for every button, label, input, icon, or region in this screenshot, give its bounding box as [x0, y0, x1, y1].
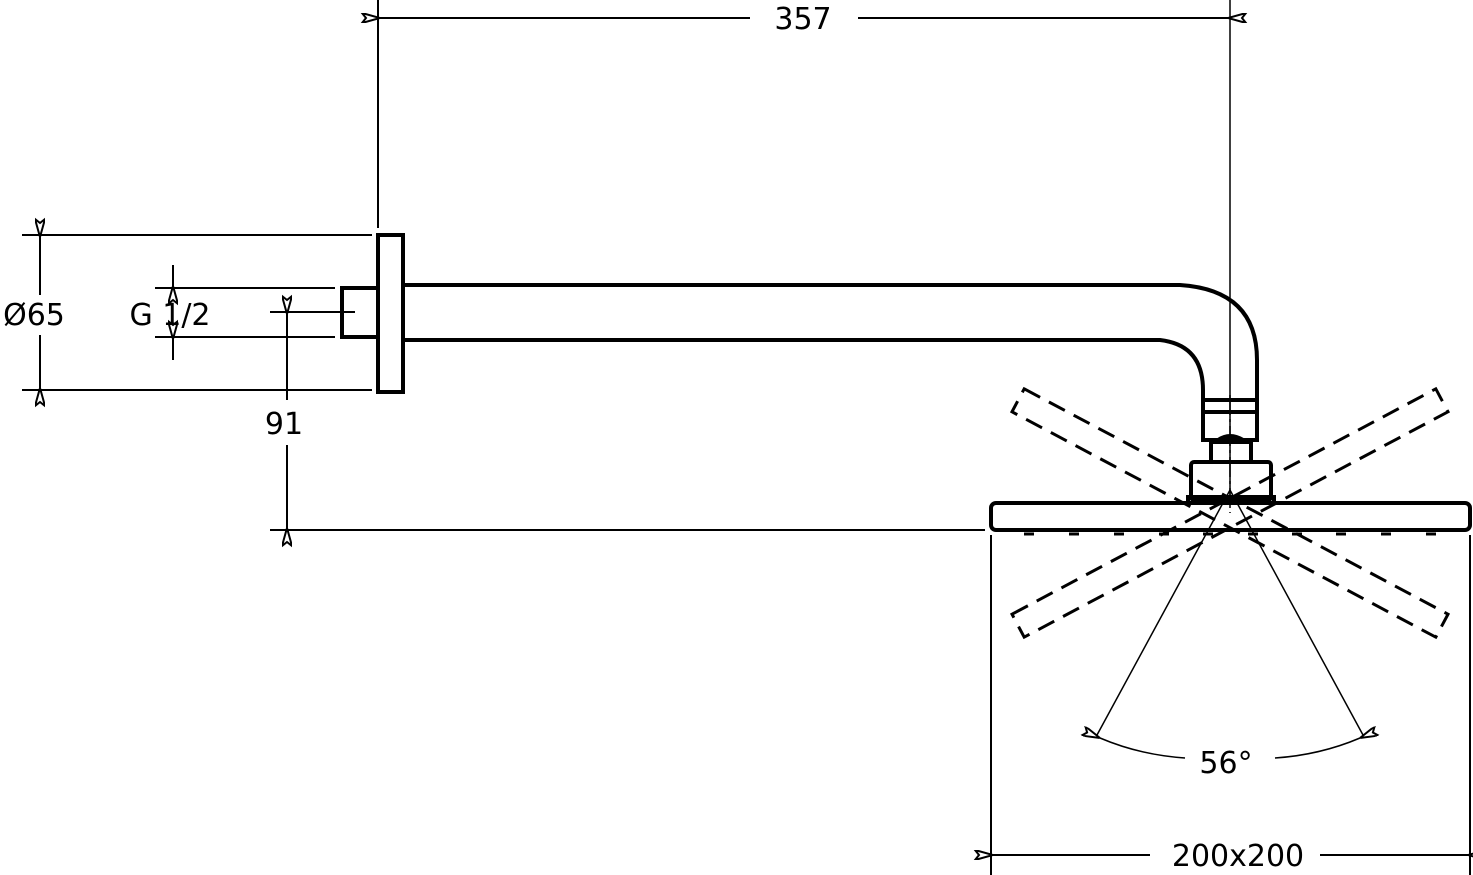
dimension-head-size [991, 535, 1470, 875]
label-flange-diameter: Ø65 [3, 298, 65, 333]
label-drop-height: 91 [265, 407, 303, 442]
label-arm-length: 357 [774, 2, 831, 37]
dimension-flange-diameter [22, 235, 372, 390]
ball-joint-connector [1186, 398, 1276, 505]
label-thread: G 1/2 [129, 298, 210, 333]
label-tilt-angle: 56° [1199, 746, 1252, 781]
dimension-arm-length [378, 0, 1230, 500]
dimension-tilt-angle [1097, 489, 1363, 759]
dimension-thread [155, 265, 335, 360]
shower-arm [403, 283, 1259, 400]
thread-nipple [340, 286, 380, 339]
wall-flange [376, 233, 405, 394]
label-head-size: 200x200 [1172, 839, 1304, 874]
